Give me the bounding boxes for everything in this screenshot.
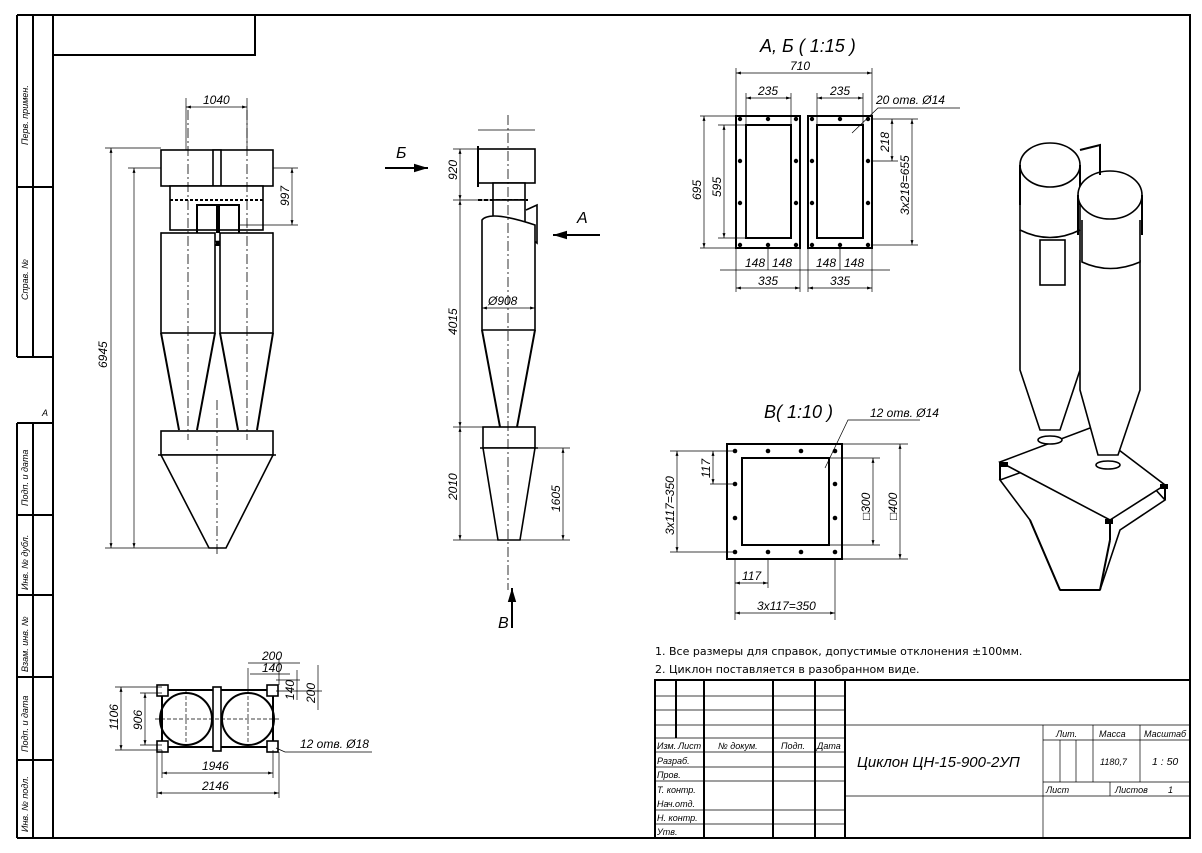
stamp-vzam-inv: Взам. инв. № [20,616,30,672]
ab-dim-148: 148 [816,256,836,270]
plan-dim-2146: 2146 [201,779,229,793]
plan-dim-1106: 1106 [107,704,121,730]
front-dim-width: 1040 [203,93,230,107]
tb-mass-value: 1180,7 [1100,757,1128,767]
front-dim-height: 6945 [96,341,110,368]
note-1: 1. Все размеры для справок, допустимые о… [655,645,1022,658]
tb-header-list: Лист [677,741,702,751]
tb-role: Т. контр. [657,785,696,795]
tb-header-doc: № докум. [718,741,758,751]
ab-dim-148: 148 [772,256,792,270]
tb-role: Н. контр. [657,813,698,823]
v-dim-horiz-pitch: 3x117=350 [757,599,816,613]
ab-dim-335-left: 335 [758,274,778,288]
v-dim-inner: □300 [859,492,873,520]
flange-bolt-holes [737,116,871,248]
tb-role: Пров. [657,770,681,780]
v-dim-outer: □400 [886,492,900,520]
side-dim-1605: 1605 [549,485,563,512]
tb-sheets-value: 1 [1168,785,1173,795]
view-arrow-v-label: В [498,615,509,632]
stamp-inv-podl: Инв. № подл. [20,776,30,832]
tb-header-izm: Изм. [657,741,676,751]
plan-holes-label: 12 отв. Ø18 [300,737,369,751]
plan-dim-200-side: 200 [304,683,318,704]
stamp-inv-dubl: Инв. № дубл. [20,535,30,590]
tb-scale-label: Масштаб [1144,729,1187,739]
side-marker: А [41,408,48,418]
ab-holes-label: 20 отв. Ø14 [875,93,945,107]
tb-role: Нач.отд. [657,799,695,809]
v-dim-horiz-117: 117 [742,569,762,583]
ab-dim-695: 695 [690,180,704,200]
v-dim-vert-117: 117 [699,458,713,478]
section-ab-title: А, Б ( 1:15 ) [759,36,856,56]
ab-dim-235-left: 235 [757,84,778,98]
plan-dim-1946: 1946 [202,759,229,773]
ab-dim-710: 710 [790,59,810,73]
notes: 1. Все размеры для справок, допустимые о… [655,645,1022,676]
tb-scale-value: 1 : 50 [1152,756,1178,768]
stamp-perv-primen: Перв. примен. [20,85,30,145]
plan-dim-906: 906 [131,710,145,730]
stamp-podp-data-1: Подп. и дата [20,450,30,506]
title-block: Изм. Лист № докум. Подп. Дата Разраб. Пр… [654,679,1191,839]
ab-dim-218: 218 [878,132,892,153]
v-holes-label: 12 отв. Ø14 [870,406,939,420]
section-v-flange: В( 1:10 ) 12 отв. Ø14 3x117=350 117 □300… [663,402,939,620]
v-bolt-holes [732,448,838,555]
ab-dim-335-right: 335 [830,274,850,288]
tb-header-sign: Подп. [781,741,805,751]
ab-dim-235-right: 235 [829,84,850,98]
side-stamps: Перв. примен. Справ. № Подп. и дата Инв.… [20,85,48,832]
front-view: 1040 6945 997 [96,93,298,555]
note-2: 2. Циклон поставляется в разобранном вид… [655,663,920,676]
side-dim-920: 920 [446,160,460,180]
side-view: 920 4015 2010 1605 Ø908 Б А В [385,115,600,632]
section-v-title: В( 1:10 ) [764,402,833,422]
iso-foot-plates [1000,462,1168,524]
isometric-view [998,142,1168,591]
ab-dim-148: 148 [745,256,765,270]
side-dim-2010: 2010 [446,473,460,501]
tb-drawing-title: Циклон ЦН-15-900-2УП [857,754,1020,771]
tb-sheet-label: Лист [1045,785,1070,795]
plan-dim-140-side: 140 [283,680,297,700]
section-ab-flanges: А, Б ( 1:15 ) 710 235 235 695 595 [690,36,960,292]
plan-view: 200 140 140 200 1106 906 1946 2146 12 от… [107,649,372,798]
v-dim-vert-pitch: 3x117=350 [663,476,677,535]
tb-role: Утв. [656,827,677,837]
stamp-podp-data-2: Подп. и дата [20,696,30,752]
view-arrow-b-label: Б [396,145,406,162]
ab-dim-148: 148 [844,256,864,270]
ab-dim-pitch: 3x218=655 [898,155,912,215]
tb-role: Разраб. [657,756,690,766]
ab-dim-595: 595 [710,177,724,197]
side-dim-4015: 4015 [446,308,460,335]
tb-header-date: Дата [816,741,841,751]
tb-sheets-label: Листов [1114,785,1148,795]
side-dim-diameter: Ø908 [487,294,518,308]
tb-mass-label: Масса [1099,729,1126,739]
plan-dim-140-top: 140 [262,661,282,675]
front-dim-top: 997 [278,185,292,206]
drawing-frame [16,14,1191,839]
plan-dim-200-top: 200 [261,649,282,663]
tb-lit-label: Лит. [1055,729,1077,739]
view-arrow-a-label: А [576,210,588,227]
stamp-sprav: Справ. № [20,259,30,300]
plan-base-plates [156,684,279,753]
